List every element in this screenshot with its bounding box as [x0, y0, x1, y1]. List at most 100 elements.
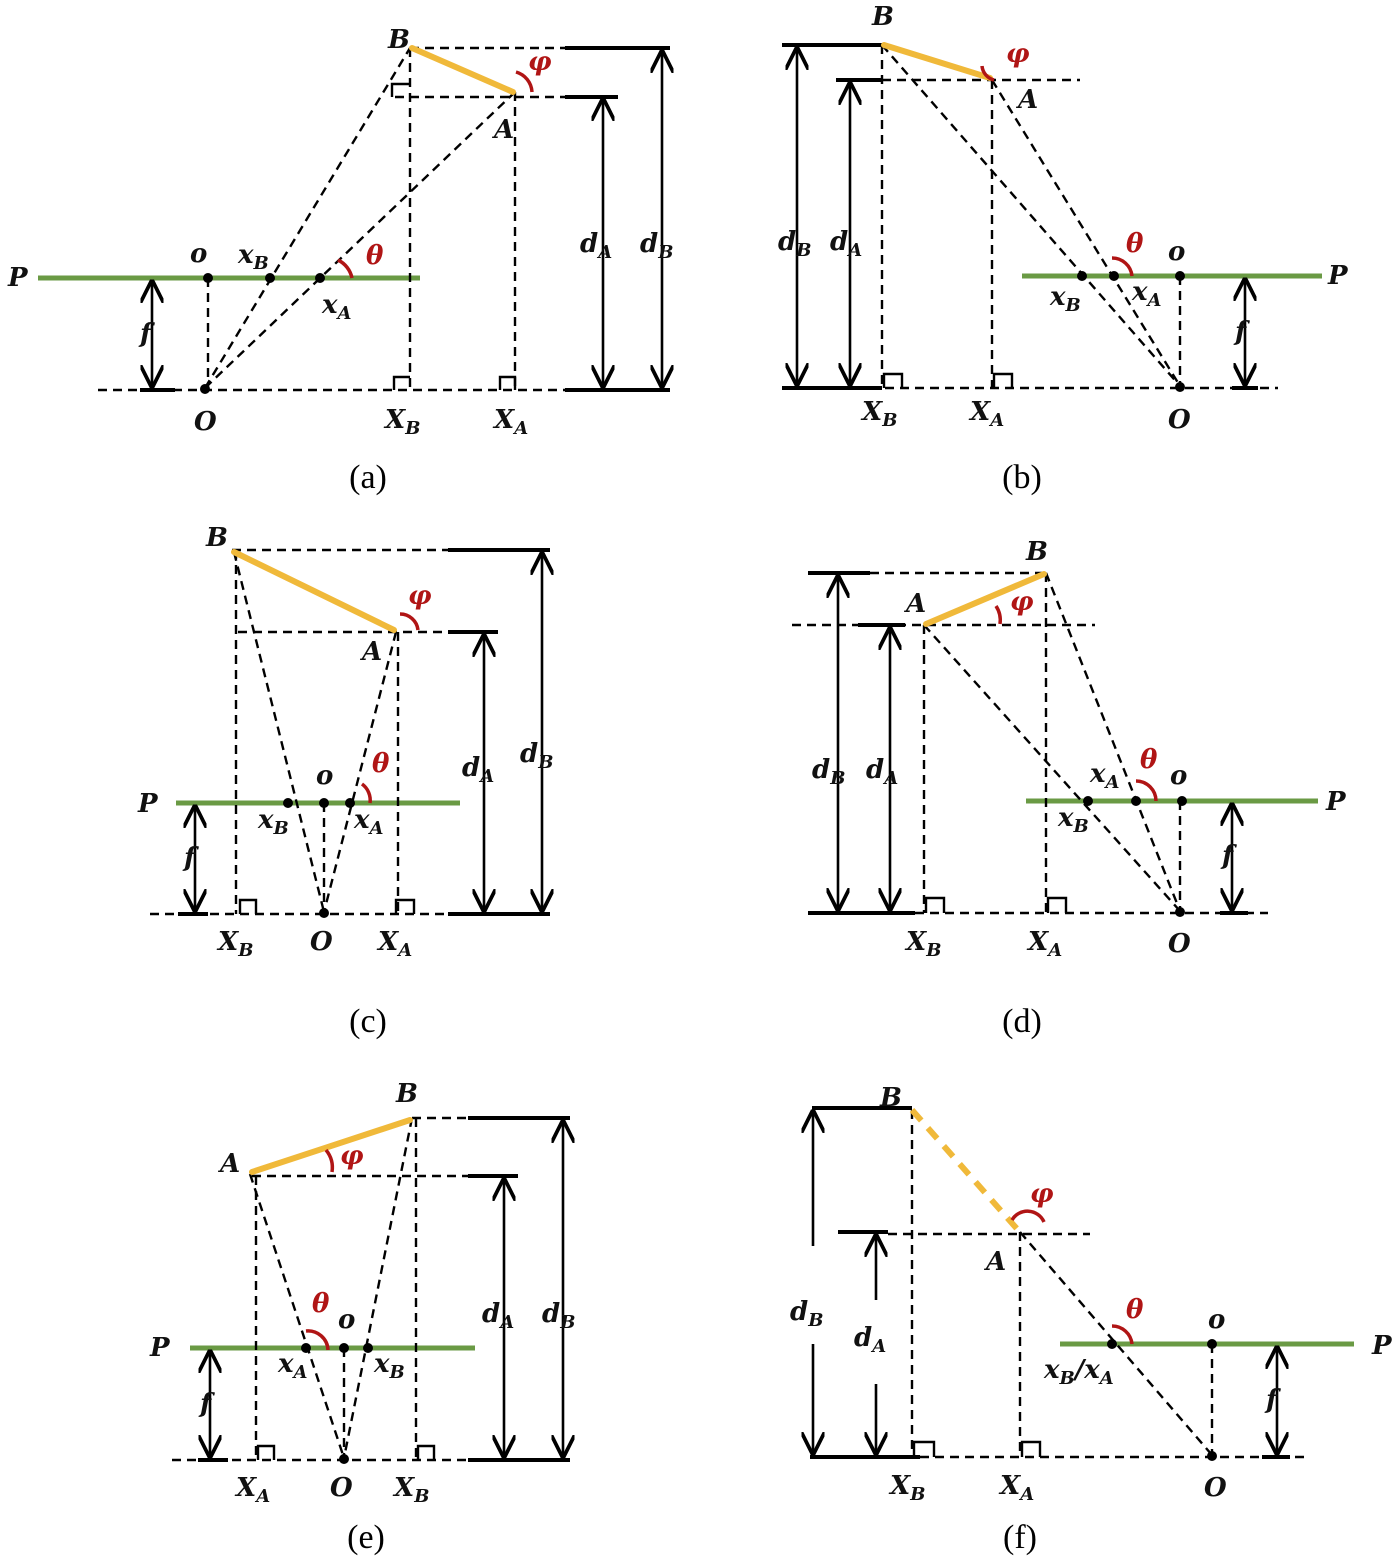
caption-a: (a) [349, 459, 387, 496]
label-XA-e: XA [234, 1473, 270, 1507]
label-dA-d: dA [866, 755, 898, 789]
label-O-d: O [1168, 929, 1191, 959]
label-B-f: B [879, 1083, 902, 1113]
label-P-b: P [1327, 261, 1349, 291]
label-xA-e: xA [277, 1349, 308, 1383]
label-dA-a: dA [580, 229, 612, 263]
label-phi-e: φ [340, 1141, 364, 1171]
label-theta-e: θ [312, 1289, 330, 1319]
label-P-d: P [1325, 787, 1347, 817]
label-B-c: B [205, 523, 228, 553]
label-theta-a: θ [366, 241, 384, 271]
label-phi-b: φ [1006, 39, 1030, 69]
label-xB-a: xB [237, 240, 269, 274]
label-o-e: o [338, 1305, 355, 1335]
label-XB-e: XB [392, 1473, 429, 1507]
label-o-a: o [190, 239, 207, 269]
label-phi-f: φ [1030, 1179, 1054, 1209]
label-P-e: P [149, 1333, 171, 1363]
label-xA-a: xA [321, 290, 352, 324]
label-xB-xA-f: xB/xA [1043, 1355, 1114, 1389]
label-o-b: o [1168, 237, 1185, 267]
label-XB-a: XB [383, 405, 420, 439]
label-P-a: P [7, 263, 29, 293]
label-P-f: P [1371, 1331, 1393, 1361]
label-phi-a: φ [528, 47, 552, 77]
label-A-f: A [983, 1247, 1006, 1277]
label-xA-d: xA [1089, 759, 1120, 793]
label-A-a: A [491, 115, 514, 145]
label-XA-b: XA [968, 397, 1004, 431]
segment-ab-f [909, 1108, 1021, 1232]
label-dB-f: dB [790, 1297, 823, 1331]
label-dB-d: dB [812, 755, 845, 789]
segment-ab-a [409, 45, 516, 95]
label-f-e: f [198, 1389, 215, 1419]
label-f-c: f [182, 843, 199, 873]
label-B-b: B [871, 2, 894, 32]
caption-b: (b) [1002, 459, 1042, 496]
label-dB-a: dB [640, 229, 673, 263]
label-XB-f: XB [888, 1471, 925, 1505]
label-f-d: f [1220, 841, 1237, 871]
label-o-d: o [1170, 761, 1187, 791]
label-theta-d: θ [1140, 745, 1158, 775]
label-O-c: O [310, 927, 333, 957]
label-XA-f: XA [998, 1471, 1034, 1505]
label-theta-f: θ [1126, 1295, 1144, 1325]
label-xB-b: xB [1049, 282, 1081, 316]
label-o-f: o [1208, 1305, 1225, 1335]
label-XB-d: XB [904, 927, 941, 961]
label-dB-e: dB [542, 1299, 575, 1333]
label-XA-d: XA [1026, 927, 1062, 961]
panel-e: B A o O P f xA xB XA XB dA dB θ φ (e) [149, 1079, 575, 1556]
panel-b: B A o O P f xB xA XB XA dB dA θ φ (b) [778, 2, 1349, 496]
label-f-a: f [138, 319, 155, 349]
label-A-e: A [217, 1149, 240, 1179]
panel-d: B A o O P f xA xB XB XA dB dA θ φ (d) [792, 537, 1347, 1040]
label-dB-b: dB [778, 227, 811, 261]
label-xB-d: xB [1057, 803, 1089, 837]
segment-ab-c [231, 549, 397, 633]
panel-a: P f o O B A xB xA XB XA dA dB θ φ (a) [7, 25, 673, 496]
label-theta-b: θ [1126, 229, 1144, 259]
label-XA-a: XA [492, 405, 528, 439]
caption-c: (c) [349, 1003, 387, 1040]
panel-c: B A o O P f xB xA XB XA dA dB θ φ (c) [137, 523, 553, 1040]
caption-d: (d) [1002, 1003, 1042, 1040]
label-A-c: A [359, 637, 382, 667]
label-B-e: B [395, 1079, 418, 1109]
label-dB-c: dB [520, 739, 553, 773]
label-A-b: A [1015, 85, 1038, 115]
label-dA-c: dA [462, 753, 494, 787]
label-O-e: O [330, 1473, 353, 1503]
label-dA-e: dA [482, 1299, 514, 1333]
caption-f: (f) [1003, 1519, 1037, 1556]
segment-ab-e [249, 1117, 413, 1175]
label-phi-c: φ [408, 581, 432, 611]
caption-e: (e) [347, 1519, 385, 1556]
label-theta-c: θ [372, 749, 390, 779]
segment-ab-b [881, 42, 993, 81]
label-xB-e: xB [373, 1349, 405, 1383]
label-f-b: f [1233, 317, 1250, 347]
panel-f: B A o O P f xB/xA XB XA dB dA θ φ (f) [790, 1083, 1393, 1556]
label-xB-c: xB [257, 805, 289, 839]
label-B-d: B [1025, 537, 1048, 567]
label-xA-b: xA [1131, 277, 1162, 311]
label-O-f: O [1204, 1473, 1227, 1503]
label-A-d: A [903, 589, 926, 619]
label-O-b: O [1168, 405, 1191, 435]
segment-ab-d [923, 571, 1047, 627]
label-phi-d: φ [1010, 587, 1034, 617]
label-f-f: f [1264, 1385, 1281, 1415]
label-B-a: B [387, 25, 410, 55]
label-dA-f: dA [854, 1323, 886, 1357]
label-XB-c: XB [216, 927, 253, 961]
label-XA-c: XA [376, 927, 412, 961]
label-dA-b: dA [830, 227, 862, 261]
label-xA-c: xA [353, 805, 384, 839]
label-XB-b: XB [860, 397, 897, 431]
label-O-a: O [194, 407, 217, 437]
